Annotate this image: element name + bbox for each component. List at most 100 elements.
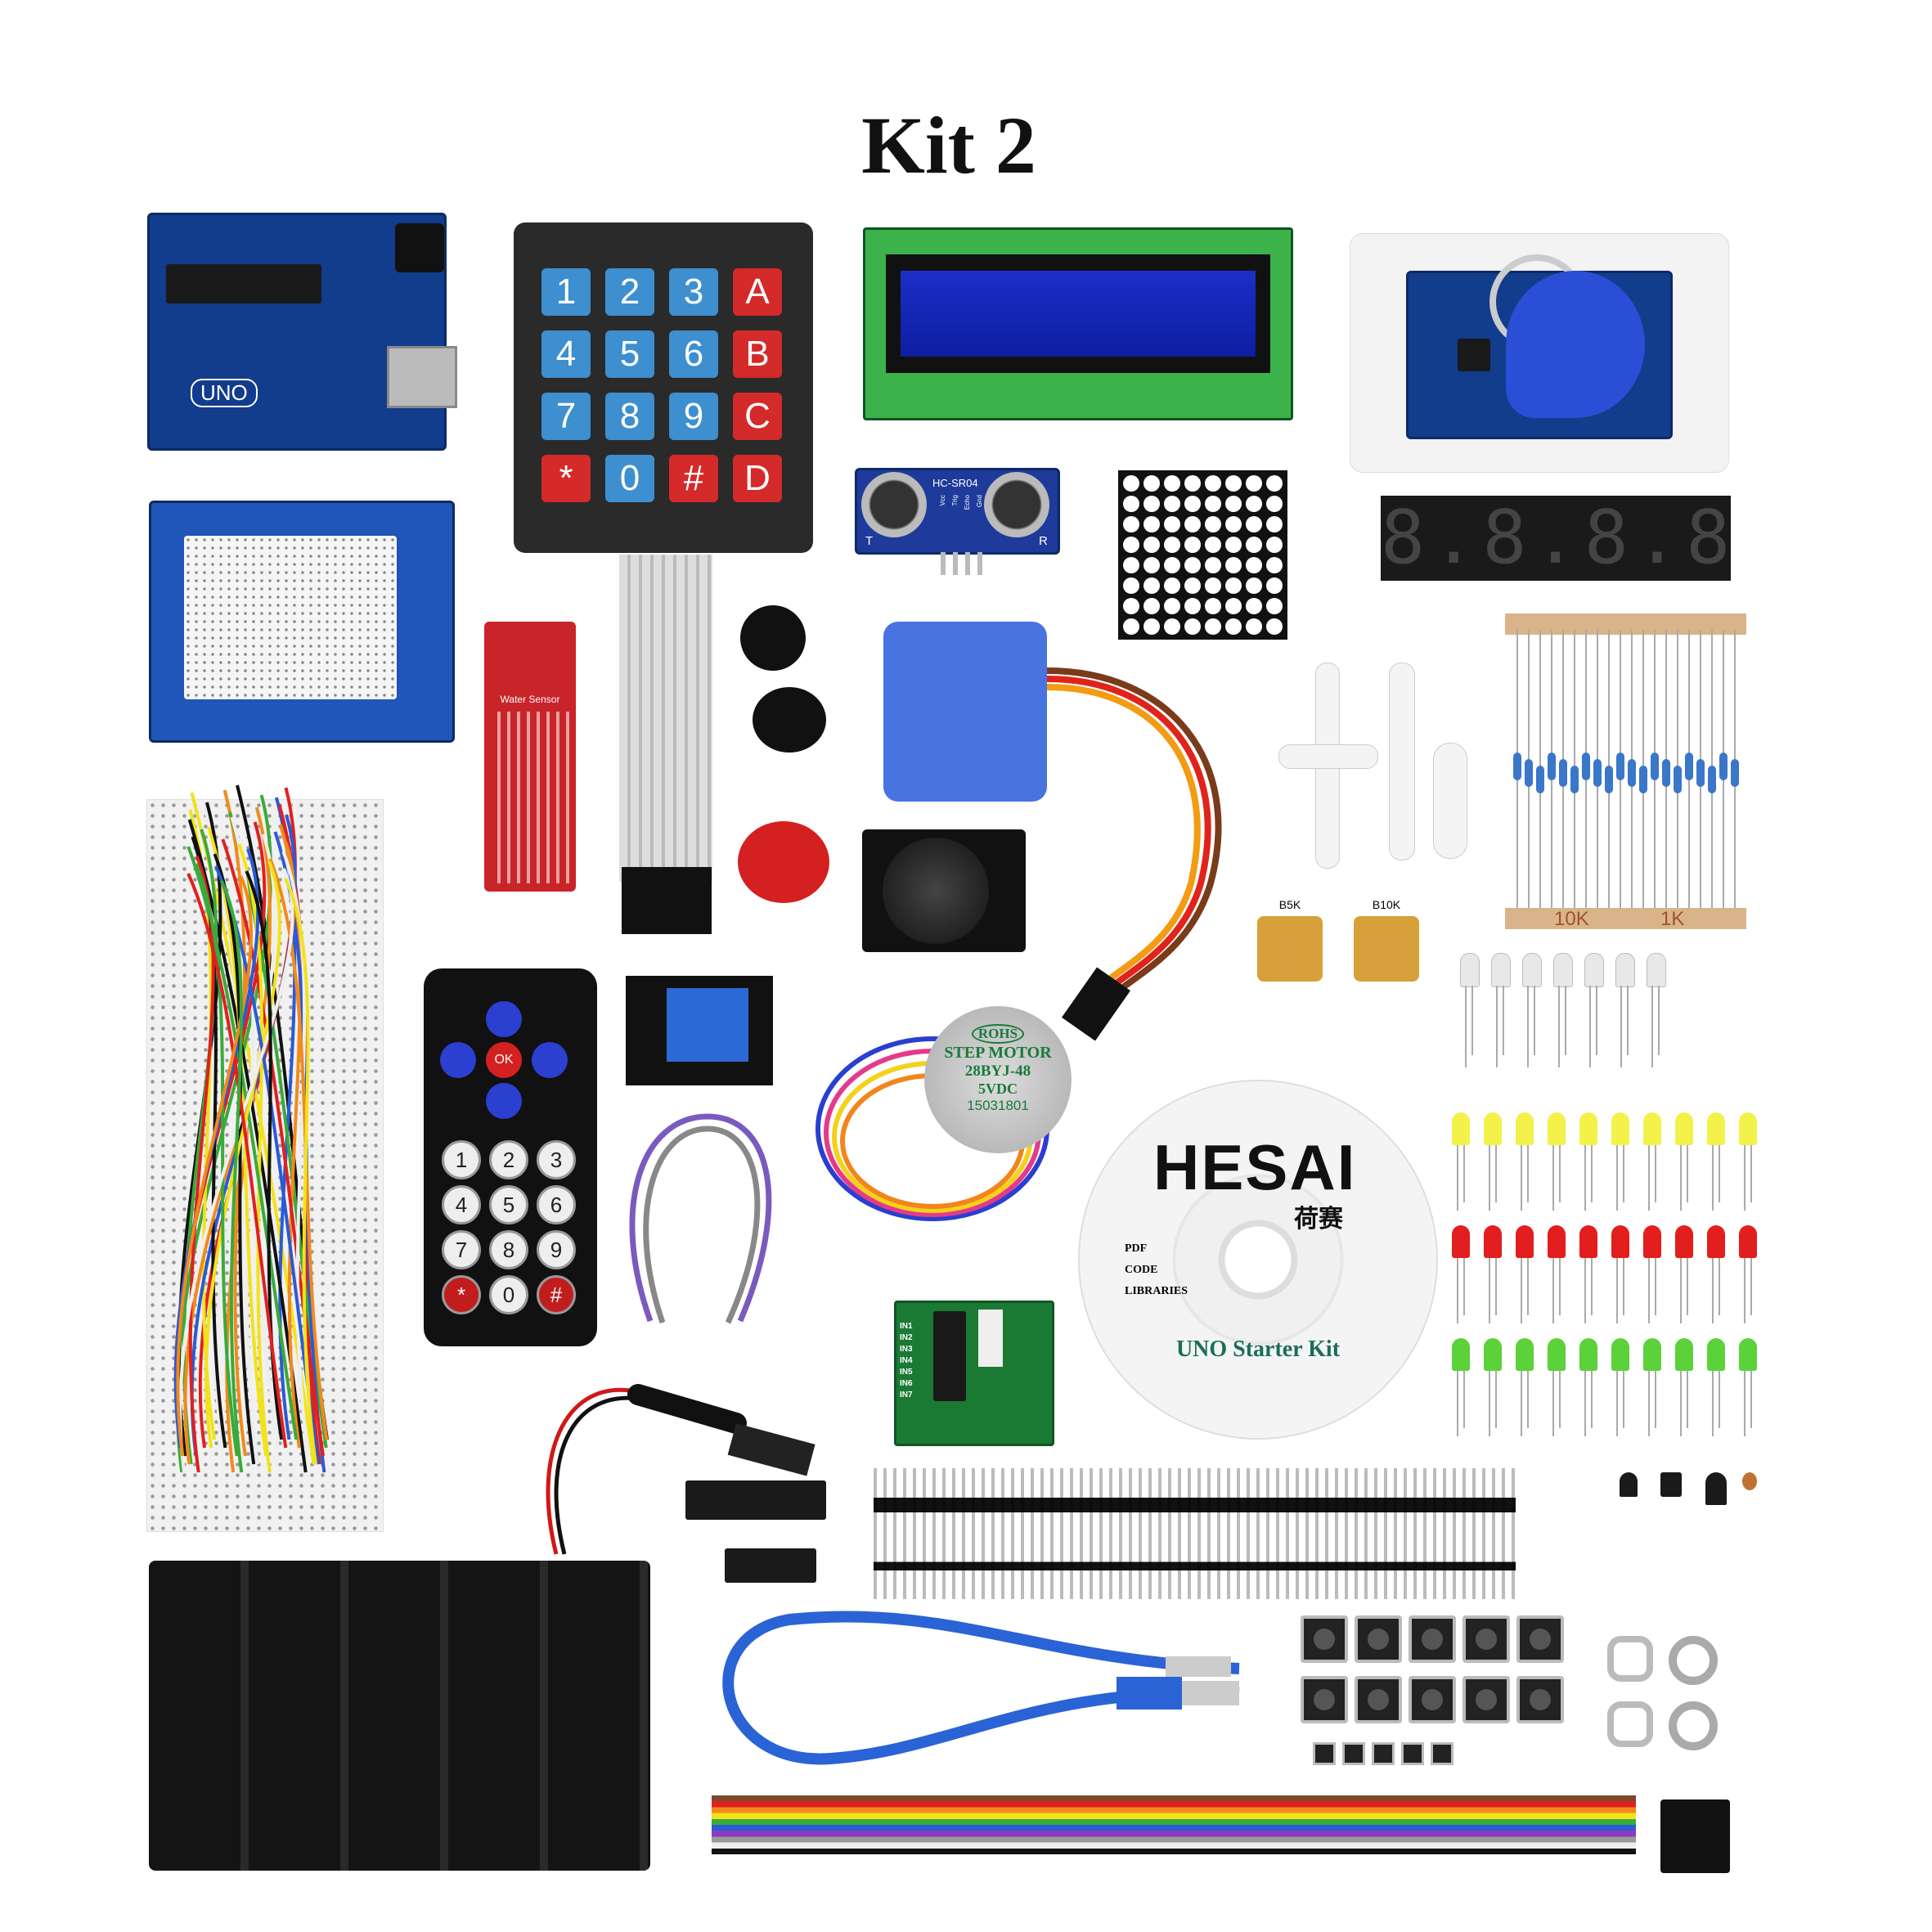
matrix-dot	[1164, 557, 1180, 573]
seven-segment-display: 8.8.8.8.8.8.	[1381, 496, 1731, 581]
keypad-key-0[interactable]: 0	[605, 455, 654, 502]
matrix-dot	[1266, 496, 1283, 512]
keypad-key-9[interactable]: 9	[669, 393, 718, 440]
matrix-dot	[1184, 496, 1201, 512]
led	[1611, 1225, 1629, 1258]
remote-key-0[interactable]: 0	[489, 1275, 528, 1314]
led	[1484, 1225, 1502, 1258]
jumper-wire	[186, 873, 288, 1449]
keypad-key-3[interactable]: 3	[669, 268, 718, 316]
led-lead	[1534, 986, 1535, 1055]
clear-led	[1522, 953, 1542, 987]
remote-down-button[interactable]	[486, 1083, 522, 1119]
resistor	[1593, 759, 1602, 787]
resistor	[1696, 759, 1705, 787]
resistor	[1559, 759, 1567, 787]
cd-contents: PDF CODE LIBRARIES	[1125, 1238, 1188, 1302]
matrix-dot	[1184, 577, 1201, 594]
ultrasonic-pin	[941, 552, 946, 575]
rgb-led-module	[738, 821, 829, 903]
led-lead	[1655, 1258, 1656, 1315]
led-lead	[1623, 1371, 1624, 1428]
tactile-button	[1516, 1615, 1564, 1663]
remote-key-4[interactable]: 4	[442, 1185, 481, 1224]
matrix-dot	[1225, 577, 1242, 594]
remote-key-2[interactable]: 2	[489, 1140, 528, 1179]
mini-button	[1313, 1742, 1336, 1765]
matrix-dot	[1184, 618, 1201, 635]
keypad-key-6[interactable]: 6	[669, 330, 718, 378]
remote-key-9[interactable]: 9	[537, 1230, 576, 1269]
keypad-key-A[interactable]: A	[733, 268, 782, 316]
led-lead	[1552, 1145, 1554, 1211]
led-lead	[1616, 1371, 1618, 1436]
led-lead	[1687, 1258, 1688, 1315]
driver-input-label: IN4	[900, 1356, 913, 1365]
remote-key-#[interactable]: #	[537, 1275, 576, 1314]
cd-item: CODE	[1125, 1264, 1158, 1276]
led-lead	[1712, 1145, 1714, 1211]
matrix-dot	[1246, 537, 1262, 553]
mini-breadboard	[184, 536, 397, 699]
led-lead	[1712, 1258, 1714, 1323]
led-lead	[1655, 1371, 1656, 1428]
led-lead	[1719, 1258, 1720, 1315]
remote-key-*[interactable]: *	[442, 1275, 481, 1314]
tactile-button	[1301, 1615, 1348, 1663]
led-lead	[1719, 1371, 1720, 1428]
keypad-key-C[interactable]: C	[733, 393, 782, 440]
resistor	[1605, 766, 1613, 793]
remote-ok-button[interactable]: OK	[486, 1042, 522, 1078]
driver-input-label: IN5	[900, 1368, 913, 1377]
led-lead	[1584, 1371, 1586, 1436]
led-lead	[1521, 1371, 1522, 1436]
matrix-dot	[1184, 475, 1201, 492]
receiver	[984, 472, 1049, 537]
led-lead	[1623, 1258, 1624, 1315]
matrix-dot	[1225, 557, 1242, 573]
stepper-motor: ROHS STEP MOTOR 28BYJ-48 5VDC 15031801	[924, 1006, 1072, 1153]
led-lead	[1584, 1145, 1586, 1211]
led-lead	[1620, 986, 1622, 1067]
led	[1643, 1112, 1661, 1145]
keypad-key-7[interactable]: 7	[541, 393, 591, 440]
remote-key-7[interactable]: 7	[442, 1230, 481, 1269]
keypad-key-B[interactable]: B	[733, 330, 782, 378]
led	[1452, 1338, 1470, 1371]
remote-up-button[interactable]	[486, 1001, 522, 1037]
matrix-dot	[1225, 618, 1242, 635]
remote-key-6[interactable]: 6	[537, 1185, 576, 1224]
jumper-wire	[221, 838, 325, 1457]
tactile-button	[1355, 1615, 1402, 1663]
ultrasonic-pin	[977, 552, 982, 575]
keypad-key-5[interactable]: 5	[605, 330, 654, 378]
remote-right-button[interactable]	[532, 1042, 568, 1078]
driver-input-label: IN2	[900, 1333, 913, 1342]
keypad-key-D[interactable]: D	[733, 455, 782, 502]
remote-key-5[interactable]: 5	[489, 1185, 528, 1224]
keypad-key-2[interactable]: 2	[605, 268, 654, 316]
matrix-dot	[1205, 577, 1221, 594]
cd-item: PDF	[1125, 1242, 1148, 1255]
remote-key-3[interactable]: 3	[537, 1140, 576, 1179]
matrix-dot	[1143, 537, 1160, 553]
keypad-key-8[interactable]: 8	[605, 393, 654, 440]
remote-key-1[interactable]: 1	[442, 1140, 481, 1179]
matrix-dot	[1266, 598, 1283, 614]
led	[1675, 1338, 1693, 1371]
keypad-key-1[interactable]: 1	[541, 268, 591, 316]
keypad-key-*[interactable]: *	[541, 455, 591, 502]
remote-key-8[interactable]: 8	[489, 1230, 528, 1269]
keypad-key-#[interactable]: #	[669, 455, 718, 502]
usb-port	[387, 346, 457, 408]
led	[1548, 1225, 1566, 1258]
mini-button	[1372, 1742, 1395, 1765]
led	[1452, 1112, 1470, 1145]
led	[1484, 1112, 1502, 1145]
led-lead	[1457, 1258, 1458, 1323]
keypad-key-4[interactable]: 4	[541, 330, 591, 378]
remote-left-button[interactable]	[440, 1042, 476, 1078]
led-dot-matrix	[1118, 470, 1287, 640]
led	[1739, 1338, 1757, 1371]
